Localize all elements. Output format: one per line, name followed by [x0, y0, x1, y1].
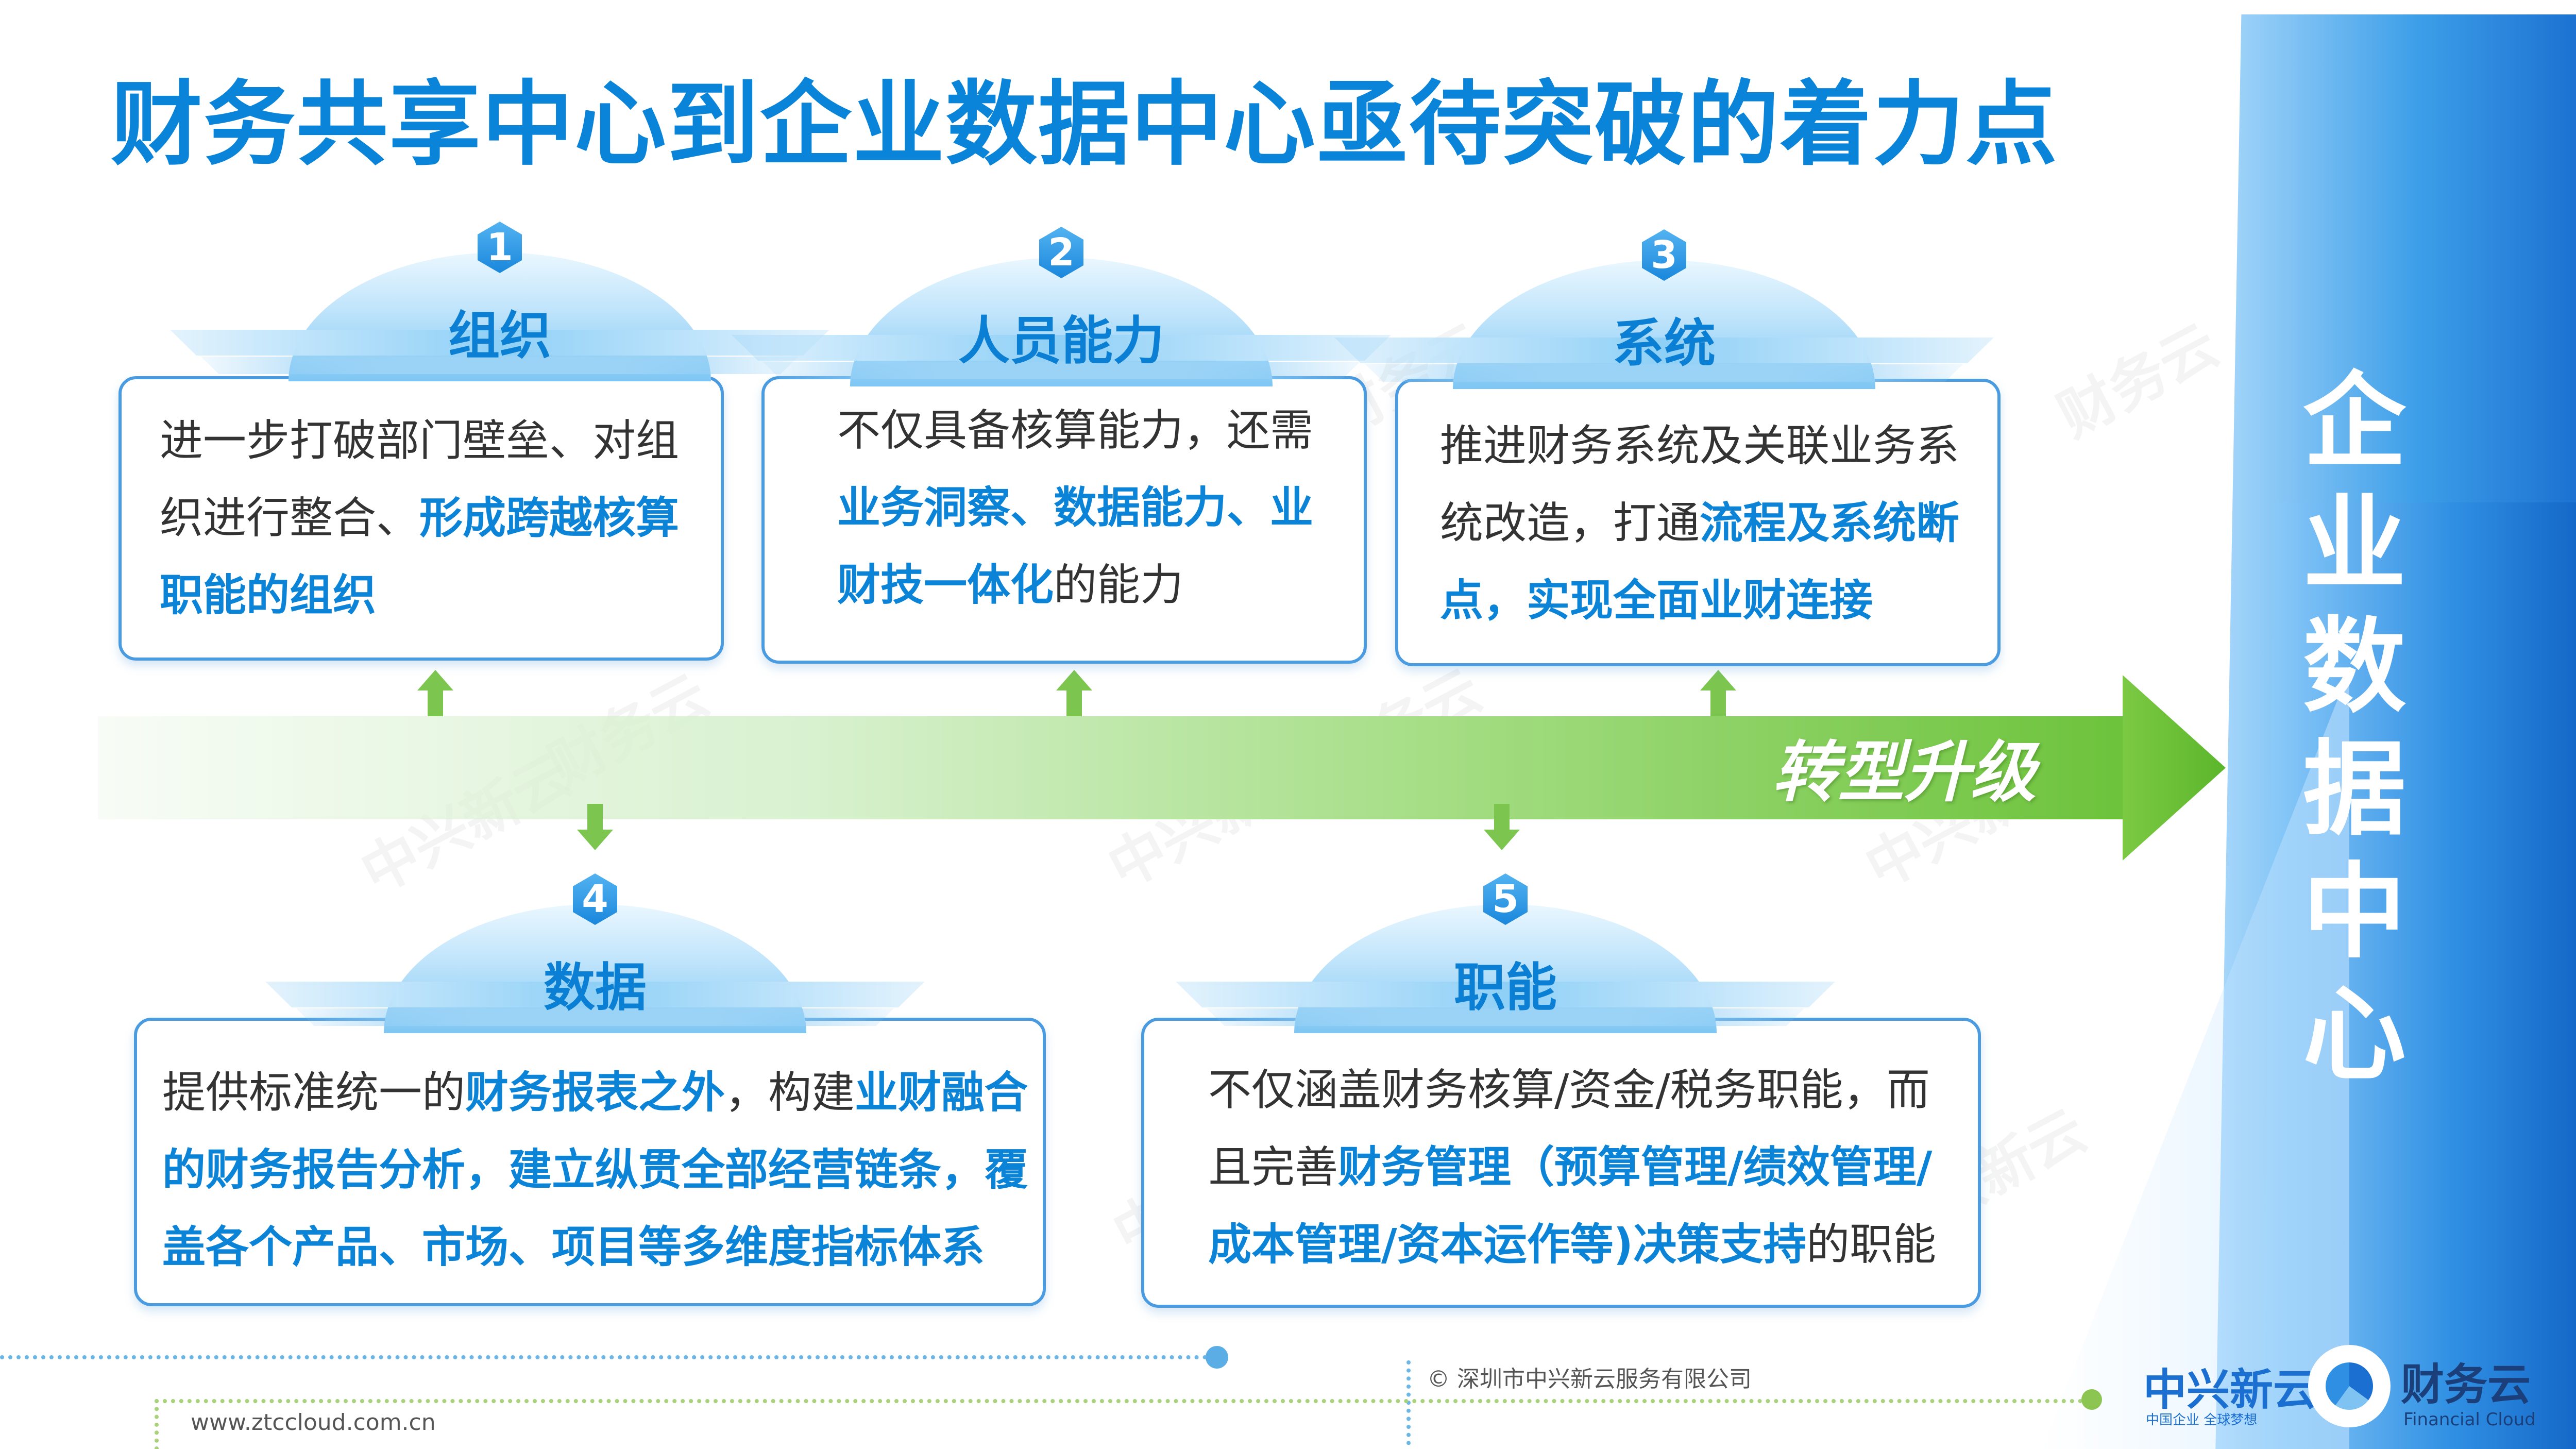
- body-text: 的能力: [1054, 560, 1184, 610]
- footer-url[interactable]: www.ztccloud.com.cn: [191, 1409, 436, 1436]
- body-text: 提供标准统一的: [162, 1067, 466, 1118]
- card-personnel-box: [761, 376, 1367, 664]
- body-text: ，构建: [725, 1067, 855, 1118]
- card-data-header: 4 数据: [265, 873, 925, 1033]
- card-personnel-header: 2 人员能力: [732, 227, 1391, 386]
- highlight-text: 职能的组织: [160, 570, 377, 620]
- card-text-line: 点，实现全面业财连接: [1440, 562, 1959, 639]
- body-text: 织进行整合、: [160, 493, 420, 543]
- card-text-line: 统改造，打通流程及系统断: [1440, 484, 1959, 562]
- card-text-line: 织进行整合、形成跨越核算: [160, 479, 679, 557]
- side-vertical-title: 企业数据中心: [2287, 361, 2421, 1097]
- card-data-text: 提供标准统一的财务报表之外，构建业财融合的财务报告分析，建立纵贯全部经营链条，覆…: [162, 1054, 1028, 1286]
- body-text: 推进财务系统及关联业务系: [1440, 420, 1960, 471]
- card-organization-text: 进一步打破部门壁垒、对组织进行整合、形成跨越核算职能的组织: [160, 402, 679, 634]
- body-text: 统改造，打通: [1440, 498, 1700, 548]
- connector-down-arrow: [577, 804, 613, 850]
- arrow-label: 转型升级: [1772, 734, 2037, 811]
- side-title-char: 心: [2302, 975, 2406, 1095]
- cwy-logo-name: 财务云: [2401, 1359, 2531, 1410]
- footer-dot: [1206, 1346, 1228, 1369]
- card-text-line: 进一步打破部门壁垒、对组: [160, 402, 679, 479]
- body-text: 进一步打破部门壁垒、对组: [160, 415, 680, 466]
- side-title-char: 数: [2302, 607, 2406, 727]
- card-label: 职能: [1454, 957, 1557, 1018]
- card-text-line: 不仅涵盖财务核算/资金/税务职能，而: [1208, 1051, 1936, 1128]
- body-text: 不仅具备核算能力，还需: [837, 405, 1314, 456]
- footer-copyright: © 深圳市中兴新云服务有限公司: [1427, 1366, 1752, 1392]
- body-text: 的职能: [1806, 1219, 1937, 1270]
- ztc-logo-name: 中兴新云: [2143, 1364, 2317, 1415]
- card-function-header: 5 职能: [1176, 873, 1835, 1033]
- card-text-line: 且完善财务管理（预算管理/绩效管理/: [1208, 1128, 1936, 1206]
- side-title-char: 据: [2302, 730, 2406, 850]
- card-label: 系统: [1613, 313, 1716, 374]
- highlight-text: 盖各个产品、市场、项目等多维度指标体系: [162, 1222, 985, 1272]
- card-system-header: 3 系统: [1334, 229, 1994, 389]
- footer-dotted-line: [1406, 1360, 1411, 1449]
- connector-up-arrow: [417, 670, 453, 716]
- card-system-text: 推进财务系统及关联业务系统改造，打通流程及系统断点，实现全面业财连接: [1440, 407, 1959, 639]
- highlight-text: 业财融合: [855, 1067, 1028, 1118]
- card-text-line: 的财务报告分析，建立纵贯全部经营链条，覆: [162, 1131, 1028, 1208]
- footer-dotted-line: [0, 1355, 1216, 1359]
- card-text-line: 提供标准统一的财务报表之外，构建业财融合: [162, 1054, 1028, 1131]
- highlight-text: 财务管理（预算管理/绩效管理/: [1338, 1142, 1933, 1192]
- card-personnel-text: 不仅具备核算能力，还需业务洞察、数据能力、业财技一体化的能力: [837, 392, 1313, 624]
- side-title-char: 企: [2302, 362, 2406, 482]
- connector-up-arrow: [1056, 670, 1092, 716]
- card-function-text: 不仅涵盖财务核算/资金/税务职能，而且完善财务管理（预算管理/绩效管理/成本管理…: [1208, 1051, 1936, 1283]
- card-organization-header: 1 组织: [170, 222, 829, 381]
- side-title-char: 中: [2302, 852, 2406, 972]
- card-function-box: [1141, 1018, 1981, 1308]
- transformation-arrow-head: [2123, 675, 2226, 861]
- card-text-line: 盖各个产品、市场、项目等多维度指标体系: [162, 1208, 1028, 1286]
- watermark: 财务云: [2047, 311, 2229, 450]
- card-text-line: 职能的组织: [160, 557, 679, 634]
- highlight-text: 业务洞察、数据能力、业: [837, 482, 1314, 533]
- card-text-line: 推进财务系统及关联业务系: [1440, 407, 1959, 484]
- page-title: 财务共享中心到企业数据中心亟待突破的着力点: [111, 71, 2058, 178]
- highlight-text: 成本管理/资本运作等)决策支持: [1208, 1219, 1807, 1270]
- card-data-box: [134, 1018, 1046, 1306]
- body-text: 不仅涵盖财务核算/资金/税务职能，而: [1208, 1065, 1930, 1115]
- highlight-text: 财技一体化: [837, 560, 1054, 610]
- card-label: 人员能力: [958, 311, 1164, 371]
- footer-dotted-line: [155, 1399, 159, 1449]
- card-organization-box: [118, 376, 724, 661]
- body-text: 且完善: [1208, 1142, 1338, 1192]
- connector-up-arrow: [1700, 670, 1736, 716]
- highlight-text: 形成跨越核算: [419, 493, 680, 543]
- card-label: 数据: [544, 957, 647, 1018]
- footer-dotted-line: [155, 1399, 2092, 1403]
- highlight-text: 的财务报告分析，建立纵贯全部经营链条，覆: [162, 1144, 1028, 1195]
- side-title-char: 业: [2302, 484, 2406, 604]
- highlight-text: 点，实现全面业财连接: [1440, 575, 1873, 626]
- cwy-logo-english: Financial Cloud: [2403, 1409, 2536, 1430]
- transformation-arrow-band: [98, 716, 2138, 819]
- footer-dot: [2081, 1389, 2102, 1410]
- card-text-line: 财技一体化的能力: [837, 546, 1313, 624]
- card-system-box: [1395, 379, 2001, 666]
- card-text-line: 业务洞察、数据能力、业: [837, 469, 1313, 546]
- card-text-line: 成本管理/资本运作等)决策支持的职能: [1208, 1206, 1936, 1283]
- highlight-text: 流程及系统断: [1700, 498, 1960, 548]
- card-text-line: 不仅具备核算能力，还需: [837, 392, 1313, 469]
- card-label: 组织: [448, 306, 551, 366]
- connector-down-arrow: [1484, 804, 1520, 850]
- financial-cloud-logo-icon: [2308, 1345, 2391, 1427]
- highlight-text: 财务报表之外: [465, 1067, 725, 1118]
- ztc-logo-slogan: 中国企业 全球梦想: [2146, 1412, 2258, 1428]
